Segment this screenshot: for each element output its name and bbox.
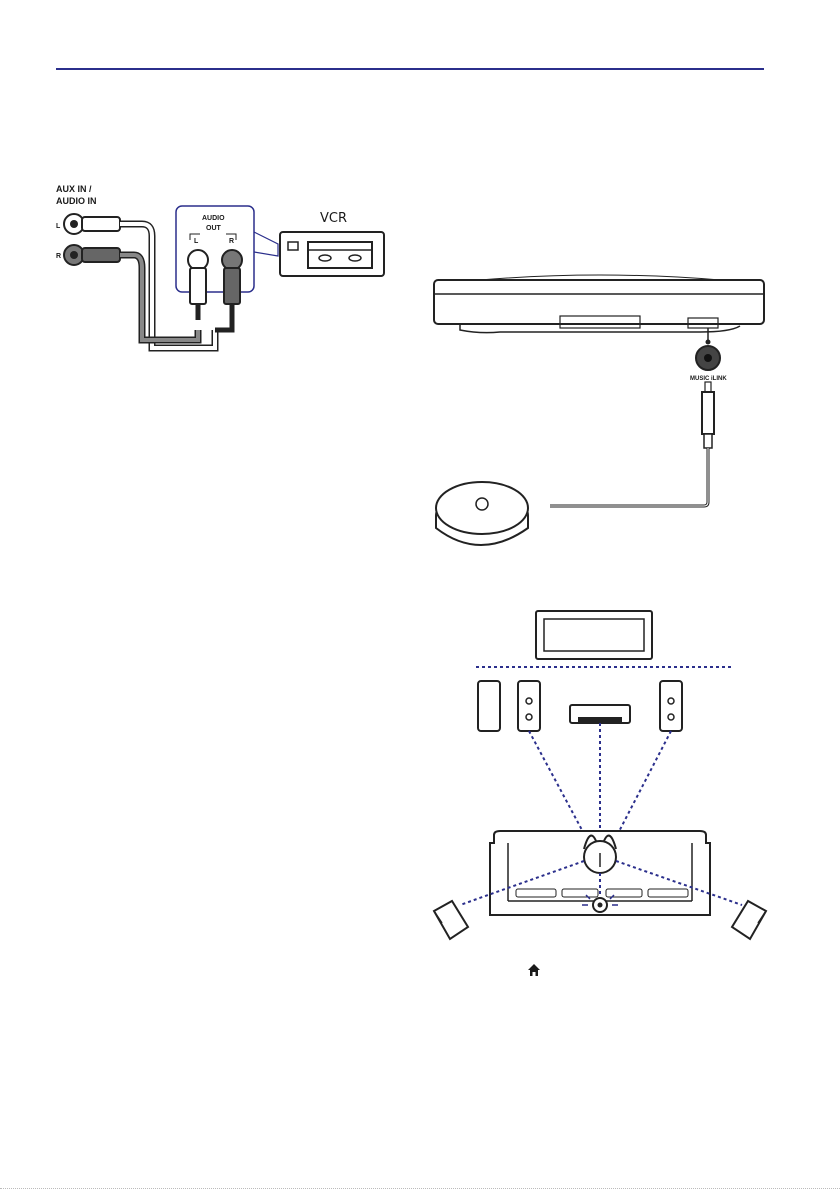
music-ilink-diagram: MUSIC iLINK [420, 270, 780, 560]
aux-right-label: R [56, 253, 61, 260]
bottom-edge [0, 1188, 840, 1189]
main-unit-icon [434, 280, 764, 324]
aux-in-label: AUX IN / [56, 184, 92, 194]
vcr-label: VCR [320, 211, 347, 226]
vcr-device-icon [280, 232, 384, 276]
vcr-connection-diagram: AUX IN / AUDIO IN L R AUDIO OUT L R VCR [50, 180, 390, 360]
home-icon [527, 963, 541, 977]
front-right-speaker-icon [660, 681, 682, 731]
out-right-label: R [229, 238, 234, 245]
audio-label: AUDIO [202, 215, 225, 222]
front-left-speaker-icon [518, 681, 540, 731]
tv-icon [536, 611, 652, 659]
front-left-outer-speaker-icon [478, 681, 500, 731]
audio-in-label: AUDIO IN [56, 196, 97, 206]
speaker-placement-diagram [420, 605, 780, 950]
out-label: OUT [206, 225, 222, 232]
out-left-label: L [194, 238, 199, 245]
header-rule [56, 68, 764, 70]
music-ilink-label: MUSIC iLINK [690, 376, 727, 382]
aux-left-label: L [56, 223, 61, 230]
